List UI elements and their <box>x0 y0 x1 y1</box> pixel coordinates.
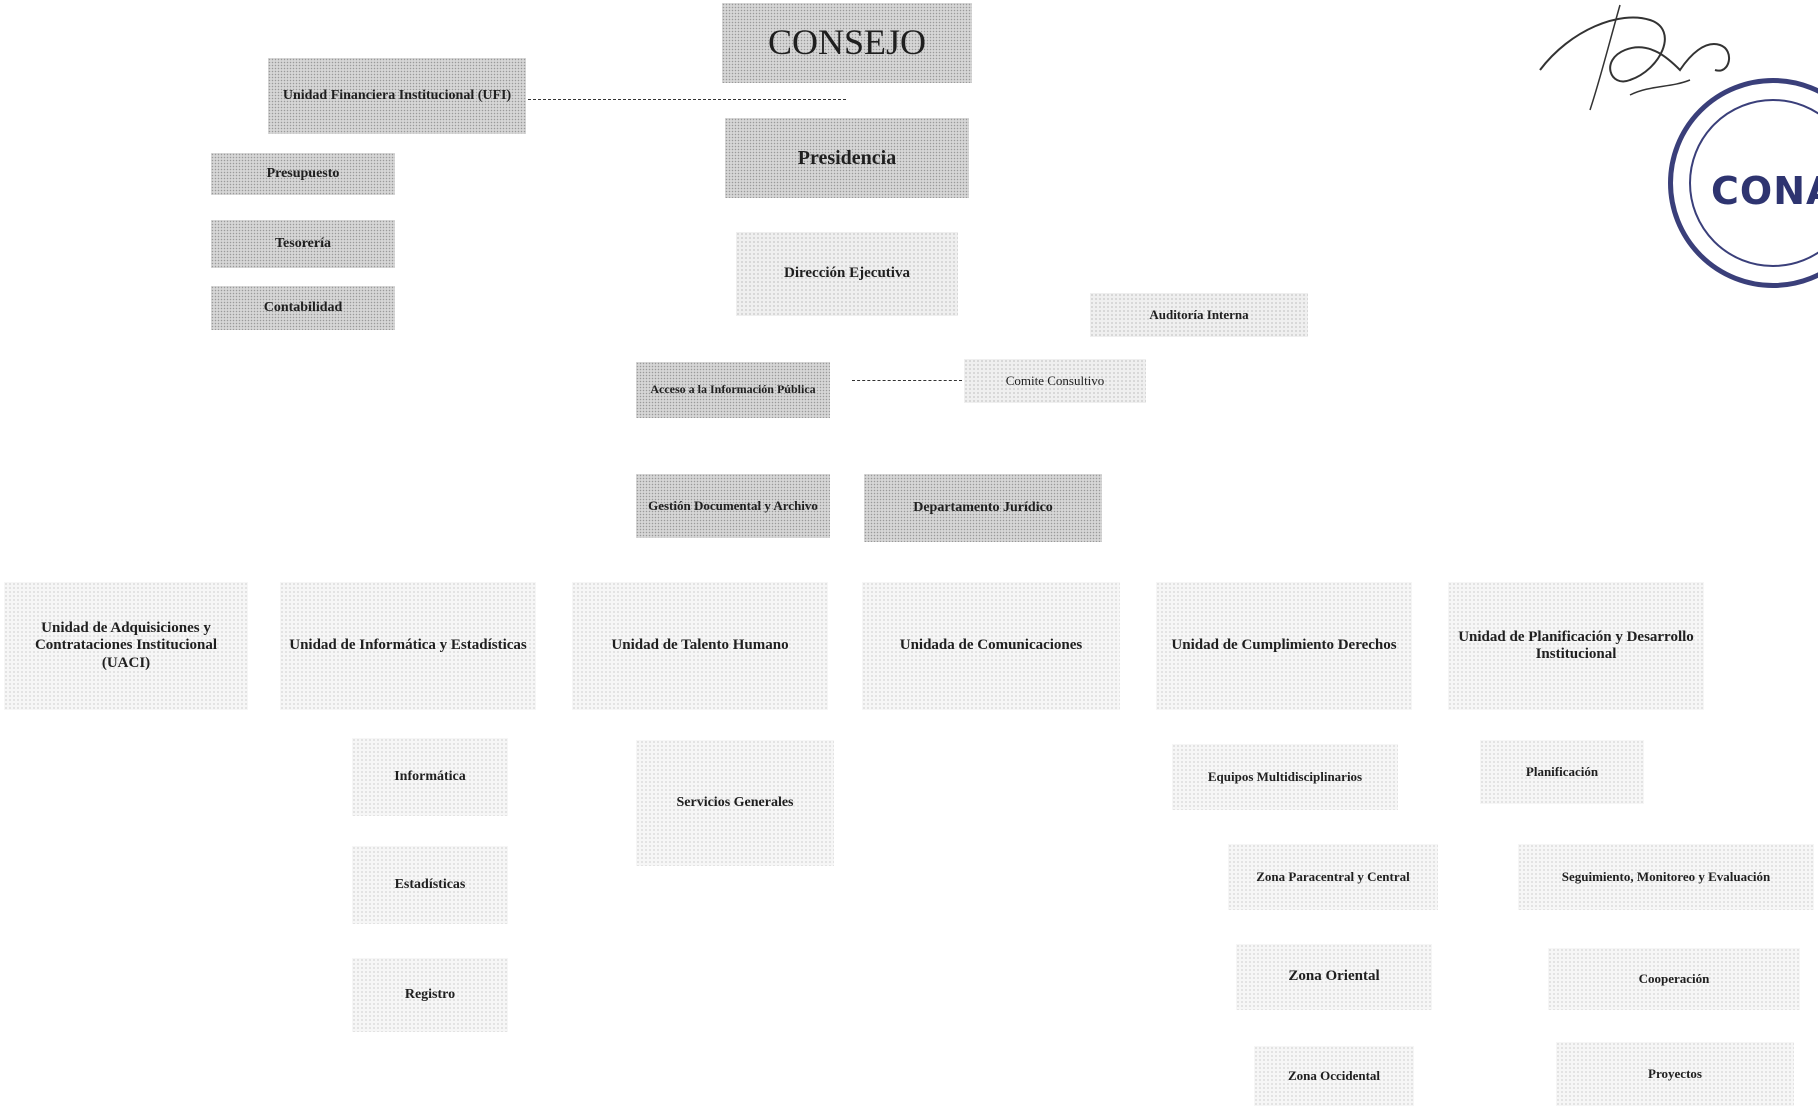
node-seguimiento: Seguimiento, Monitoreo y Evaluación <box>1518 844 1814 910</box>
node-informatica-estadisticas: Unidad de Informática y Estadísticas <box>280 582 536 710</box>
node-tesoreria: Tesorería <box>211 220 395 268</box>
node-uaci: Unidad de Adquisiciones y Contrataciones… <box>4 582 248 710</box>
node-informatica: Informática <box>352 738 508 816</box>
node-presidencia: Presidencia <box>725 118 969 198</box>
signature-image <box>1539 4 1730 111</box>
node-zona-paracentral: Zona Paracentral y Central <box>1228 844 1438 910</box>
node-contabilidad: Contabilidad <box>211 286 395 330</box>
node-consejo: CONSEJO <box>722 3 972 83</box>
node-cooperacion: Cooperación <box>1548 948 1800 1010</box>
connector-acceso-comite <box>852 380 962 381</box>
node-comunicaciones: Unidada de Comunicaciones <box>862 582 1120 710</box>
node-acceso-informacion: Acceso a la Información Pública <box>636 362 830 418</box>
node-ufi: Unidad Financiera Institucional (UFI) <box>268 58 526 134</box>
node-planificacion-desarrollo: Unidad de Planificación y Desarrollo Ins… <box>1448 582 1704 710</box>
node-zona-occidental: Zona Occidental <box>1254 1046 1414 1106</box>
node-gestion-documental: Gestión Documental y Archivo <box>636 474 830 538</box>
node-direccion-ejecutiva: Dirección Ejecutiva <box>736 232 958 316</box>
node-auditoria-interna: Auditoría Interna <box>1090 293 1308 337</box>
node-presupuesto: Presupuesto <box>211 153 395 195</box>
node-proyectos: Proyectos <box>1556 1042 1794 1106</box>
node-zona-oriental: Zona Oriental <box>1236 944 1432 1010</box>
node-registro: Registro <box>352 958 508 1032</box>
node-servicios-generales: Servicios Generales <box>636 740 834 866</box>
node-equipos-multidisciplinarios: Equipos Multidisciplinarios <box>1172 744 1398 810</box>
node-talento-humano: Unidad de Talento Humano <box>572 582 828 710</box>
node-cumplimiento-derechos: Unidad de Cumplimiento Derechos <box>1156 582 1412 710</box>
node-comite-consultivo: Comite Consultivo <box>964 359 1146 403</box>
connector-ufi-consejo <box>528 99 846 100</box>
node-estadisticas: Estadísticas <box>352 846 508 924</box>
node-departamento-juridico: Departamento Jurídico <box>864 474 1102 542</box>
seal-center-text: CONAIP <box>1711 169 1818 213</box>
node-planificacion: Planificación <box>1480 740 1644 804</box>
